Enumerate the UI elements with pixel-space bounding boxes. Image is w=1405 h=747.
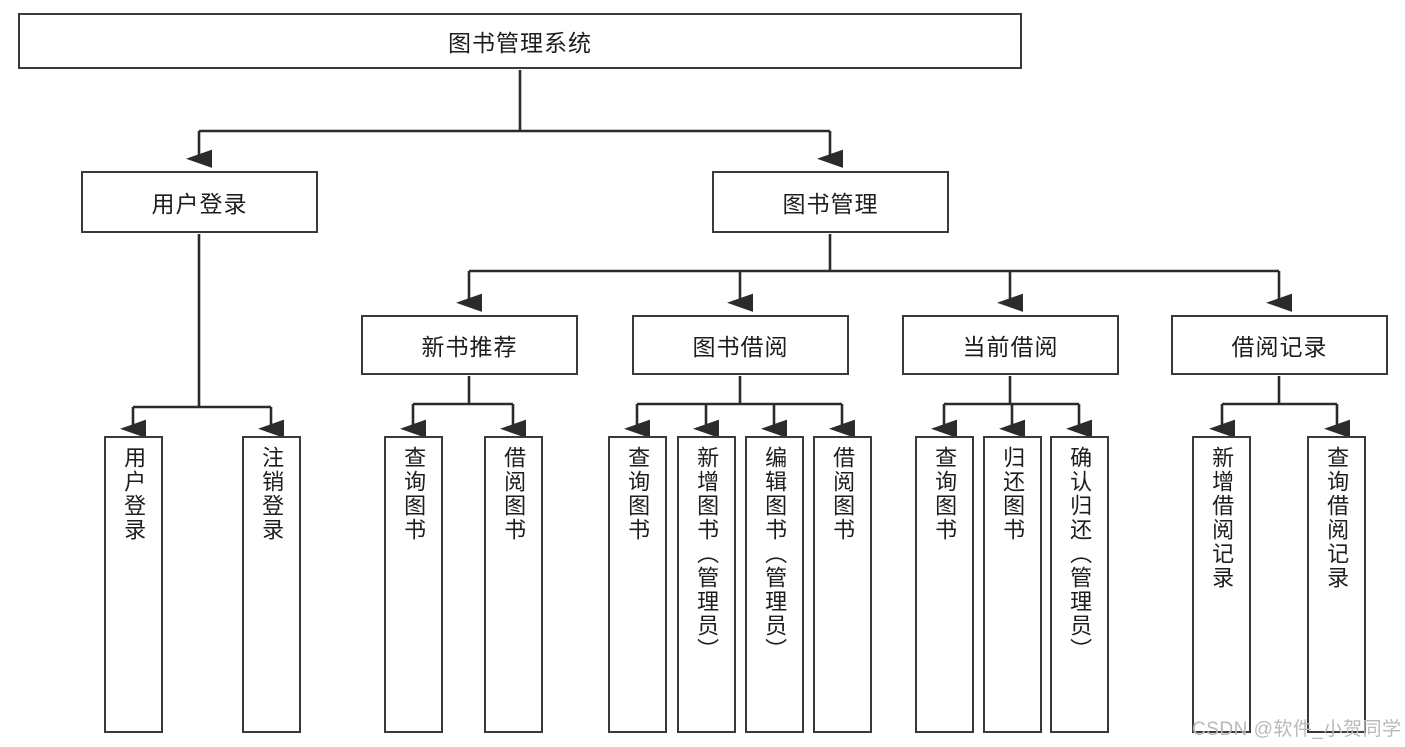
- node-book-borrow-label: 图书借阅: [692, 334, 789, 360]
- node-new-book-recommend[interactable]: 新书推荐: [361, 315, 578, 375]
- leaf-current-return-book[interactable]: 归还图书: [983, 436, 1042, 733]
- leaf-label: 用户登录: [121, 446, 147, 542]
- node-user-login-label: 用户登录: [151, 191, 248, 217]
- leaf-current-query-book[interactable]: 查询图书: [915, 436, 974, 733]
- leaf-record-query-record[interactable]: 查询借阅记录: [1307, 436, 1366, 733]
- leaf-label: 注销登录: [259, 446, 285, 542]
- node-borrow-record-label: 借阅记录: [1231, 334, 1328, 360]
- leaf-user-login-login[interactable]: 用户登录: [104, 436, 163, 733]
- node-root[interactable]: 图书管理系统: [18, 13, 1022, 69]
- node-new-book-recommend-label: 新书推荐: [421, 334, 518, 360]
- leaf-label: 查询图书: [625, 446, 651, 542]
- leaf-label: 借阅图书: [830, 446, 856, 542]
- leaf-borrow-edit-book[interactable]: 编辑图书（管理员）: [745, 436, 804, 733]
- leaf-current-confirm-return[interactable]: 确认归还（管理员）: [1050, 436, 1109, 733]
- leaf-label: 查询图书: [401, 446, 427, 542]
- leaf-label: 归还图书: [1000, 446, 1026, 542]
- leaf-borrow-add-book[interactable]: 新增图书（管理员）: [677, 436, 736, 733]
- node-book-borrow[interactable]: 图书借阅: [632, 315, 849, 375]
- leaf-user-login-logout[interactable]: 注销登录: [242, 436, 301, 733]
- leaf-label: 查询借阅记录: [1324, 446, 1350, 590]
- node-current-borrow-label: 当前借阅: [962, 334, 1059, 360]
- leaf-label: 确认归还（管理员）: [1067, 446, 1093, 662]
- leaf-recommend-query-book[interactable]: 查询图书: [384, 436, 443, 733]
- watermark: CSDN @软件_小贺同学: [1192, 719, 1402, 740]
- leaf-label: 借阅图书: [501, 446, 527, 542]
- node-book-management[interactable]: 图书管理: [712, 171, 949, 233]
- leaf-label: 新增图书（管理员）: [694, 446, 720, 662]
- node-borrow-record[interactable]: 借阅记录: [1171, 315, 1388, 375]
- leaf-recommend-borrow-book[interactable]: 借阅图书: [484, 436, 543, 733]
- node-user-login[interactable]: 用户登录: [81, 171, 318, 233]
- leaf-label: 新增借阅记录: [1209, 446, 1235, 590]
- leaf-label: 编辑图书（管理员）: [762, 446, 788, 662]
- node-current-borrow[interactable]: 当前借阅: [902, 315, 1119, 375]
- leaf-borrow-borrow-book[interactable]: 借阅图书: [813, 436, 872, 733]
- leaf-borrow-query-book[interactable]: 查询图书: [608, 436, 667, 733]
- leaf-record-add-record[interactable]: 新增借阅记录: [1192, 436, 1251, 733]
- leaf-label: 查询图书: [932, 446, 958, 542]
- node-root-label: 图书管理系统: [448, 30, 592, 56]
- node-book-management-label: 图书管理: [782, 191, 879, 217]
